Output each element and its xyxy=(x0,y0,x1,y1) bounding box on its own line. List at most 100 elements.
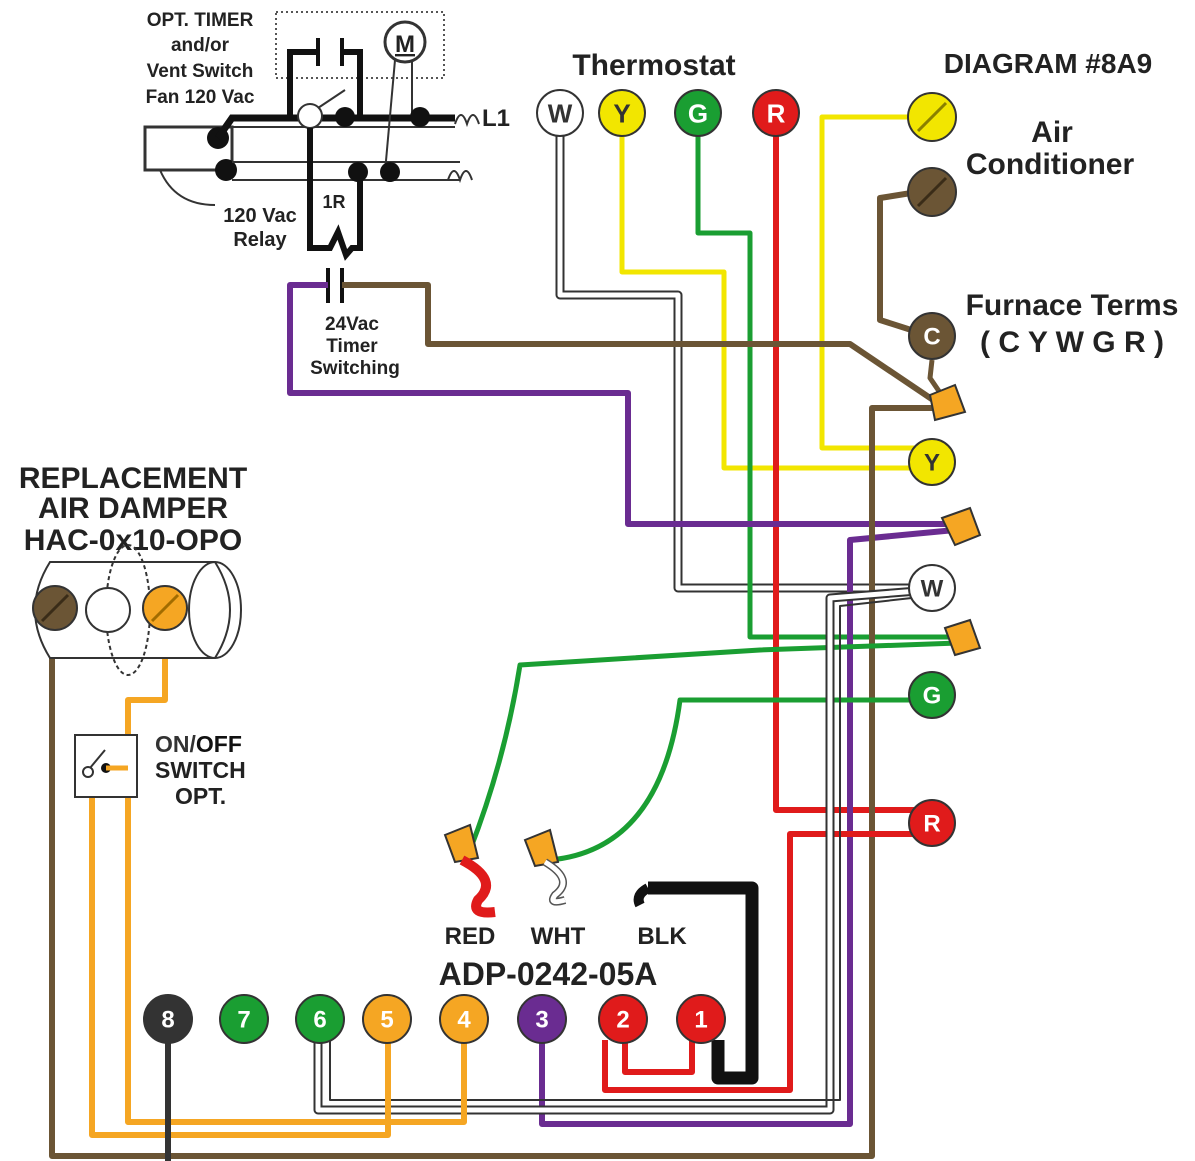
switch-label-1: ON/OFF xyxy=(155,731,242,757)
control-terminal-7: 7 xyxy=(219,994,269,1044)
timer-relay-section: M L1 1R 120 Vac Relay OPT. TIMER and/or … xyxy=(143,10,510,379)
ac-brown-slot xyxy=(916,176,948,208)
onoff-switch-arm xyxy=(89,749,106,769)
lead-label-red: RED xyxy=(445,923,496,950)
lead-red xyxy=(459,855,496,918)
ac-label-1: Air xyxy=(1031,116,1073,149)
wire-white-bundle-2 xyxy=(329,595,931,1101)
ac-label-2: Conditioner xyxy=(966,148,1135,181)
wire-nut-wht-lead xyxy=(523,828,560,868)
control-terminal-4-circle xyxy=(439,994,489,1044)
timer-label-4: Fan 120 Vac xyxy=(146,87,255,108)
furnace-terminal-g-label: G xyxy=(923,683,942,710)
wire-black-1 xyxy=(648,881,759,1085)
control-terminal-7-label: 7 xyxy=(237,1007,250,1034)
furnace-terminal-y-circle xyxy=(908,438,956,486)
control-terminal-2: 2 xyxy=(598,994,648,1044)
furnace-terminal-c-circle xyxy=(908,312,956,360)
control-terminal-6-label: 6 xyxy=(313,1007,326,1034)
furnace-label-1: Furnace Terms xyxy=(966,289,1179,322)
control-terminal-6: 6 xyxy=(295,994,345,1044)
furnace-terminal-w-label: W xyxy=(921,576,944,603)
damper-section: REPLACEMENT AIR DAMPER HAC-0x10-OPO ON/O… xyxy=(19,462,247,809)
motor-lead-left xyxy=(384,59,396,173)
timer-node-d xyxy=(380,162,400,182)
thermostat-terminal-w-circle xyxy=(536,89,584,137)
neutral-break xyxy=(447,170,473,184)
l1-break xyxy=(454,114,480,128)
furnace-terminal-r-circle xyxy=(908,799,956,847)
control-terminal-6-circle xyxy=(295,994,345,1044)
control-terminal-5: 5 xyxy=(362,994,412,1044)
thermostat-terminal-w: W xyxy=(536,89,584,137)
wire-brown-damper xyxy=(49,405,940,1159)
damper-center xyxy=(85,587,131,633)
control-terminal-1-label: 1 xyxy=(694,1007,707,1034)
control-terminal-3: 3 xyxy=(517,994,567,1044)
timer-node-a xyxy=(335,107,355,127)
motor-label: M xyxy=(395,31,415,58)
wire-purple-3 xyxy=(539,527,956,1127)
fan-contact-2 xyxy=(215,159,237,181)
control-terminal-5-circle xyxy=(362,994,412,1044)
damper-brown-slot xyxy=(40,593,70,623)
control-terminal-2-label: 2 xyxy=(616,1007,629,1034)
thermostat-terminal-r-circle xyxy=(752,89,800,137)
furnace-terminal-w: W xyxy=(908,564,956,612)
control-terminal-3-circle xyxy=(517,994,567,1044)
furnace-terminal-c: C xyxy=(908,312,956,360)
diagram-title: DIAGRAM #8A9 xyxy=(944,48,1152,79)
wire-thermostat-red xyxy=(773,132,930,813)
furnace-terminal-g-circle xyxy=(908,671,956,719)
furnace-terminal-y: Y xyxy=(908,438,956,486)
control-terminal-1-circle xyxy=(676,994,726,1044)
furnace-terminal-r: R xyxy=(908,799,956,847)
control-terminal-8-circle xyxy=(143,994,193,1044)
wire-furnace-r xyxy=(602,831,930,1093)
timer-dotted-box xyxy=(275,11,445,79)
control-terminal-2-circle xyxy=(598,994,648,1044)
switching-label-2: Timer xyxy=(326,336,378,357)
switch-label-2: SWITCH xyxy=(155,757,246,783)
thermostat-terminal-w-label: W xyxy=(548,98,573,128)
lead-label-black: BLK xyxy=(637,923,687,950)
wire-nuts xyxy=(443,383,982,868)
furnace-terminal-g: G xyxy=(908,671,956,719)
thermostat-heading: Thermostat xyxy=(572,49,735,82)
timer-wire-black-3 xyxy=(342,49,363,118)
control-leads: RED WHT BLK ADP-0242-05A xyxy=(439,855,687,992)
damper-title-3: HAC-0x10-OPO xyxy=(24,524,242,557)
lead-label-white: WHT xyxy=(531,923,586,950)
relay-id: 1R xyxy=(322,192,345,212)
ac-yellow-slot xyxy=(916,101,948,133)
wires xyxy=(49,114,959,1161)
thermostat-terminal-r: R xyxy=(752,89,800,137)
onoff-switch-node xyxy=(82,766,94,778)
thermostat-terminal-y-circle xyxy=(598,89,646,137)
furnace-label-2: ( C Y W G R ) xyxy=(980,326,1164,359)
damper-end xyxy=(188,561,242,659)
wire-green-red-lead xyxy=(467,640,959,851)
wire-timer-purple xyxy=(287,282,955,527)
fan-housing-curve xyxy=(159,169,216,206)
thermostat-terminal-r-label: R xyxy=(767,98,786,128)
thermostat-terminal-y-label: Y xyxy=(613,98,630,128)
timer-switch-arm xyxy=(317,89,346,109)
wire-nut-purple xyxy=(940,506,982,547)
wire-nut-green xyxy=(943,618,982,657)
wire-jumper-21 xyxy=(622,1040,695,1075)
damper-title-1: REPLACEMENT xyxy=(19,462,247,495)
ac-terminals xyxy=(907,92,957,217)
switch-label-3: OPT. xyxy=(175,783,226,809)
furnace-terminals: C Y W G R xyxy=(908,312,956,847)
furnace-terminal-c-label: C xyxy=(923,324,940,351)
relay-label-1: 120 Vac xyxy=(223,205,296,227)
control-terminal-4-label: 4 xyxy=(457,1007,471,1034)
wire-nut-red-lead xyxy=(443,823,480,864)
control-terminal-4: 4 xyxy=(439,994,489,1044)
wire-ac-yellow xyxy=(819,114,930,451)
timer-label-2: and/or xyxy=(171,35,230,56)
relay-label-2: Relay xyxy=(233,229,287,251)
control-terminal-8-label: 8 xyxy=(161,1007,174,1034)
